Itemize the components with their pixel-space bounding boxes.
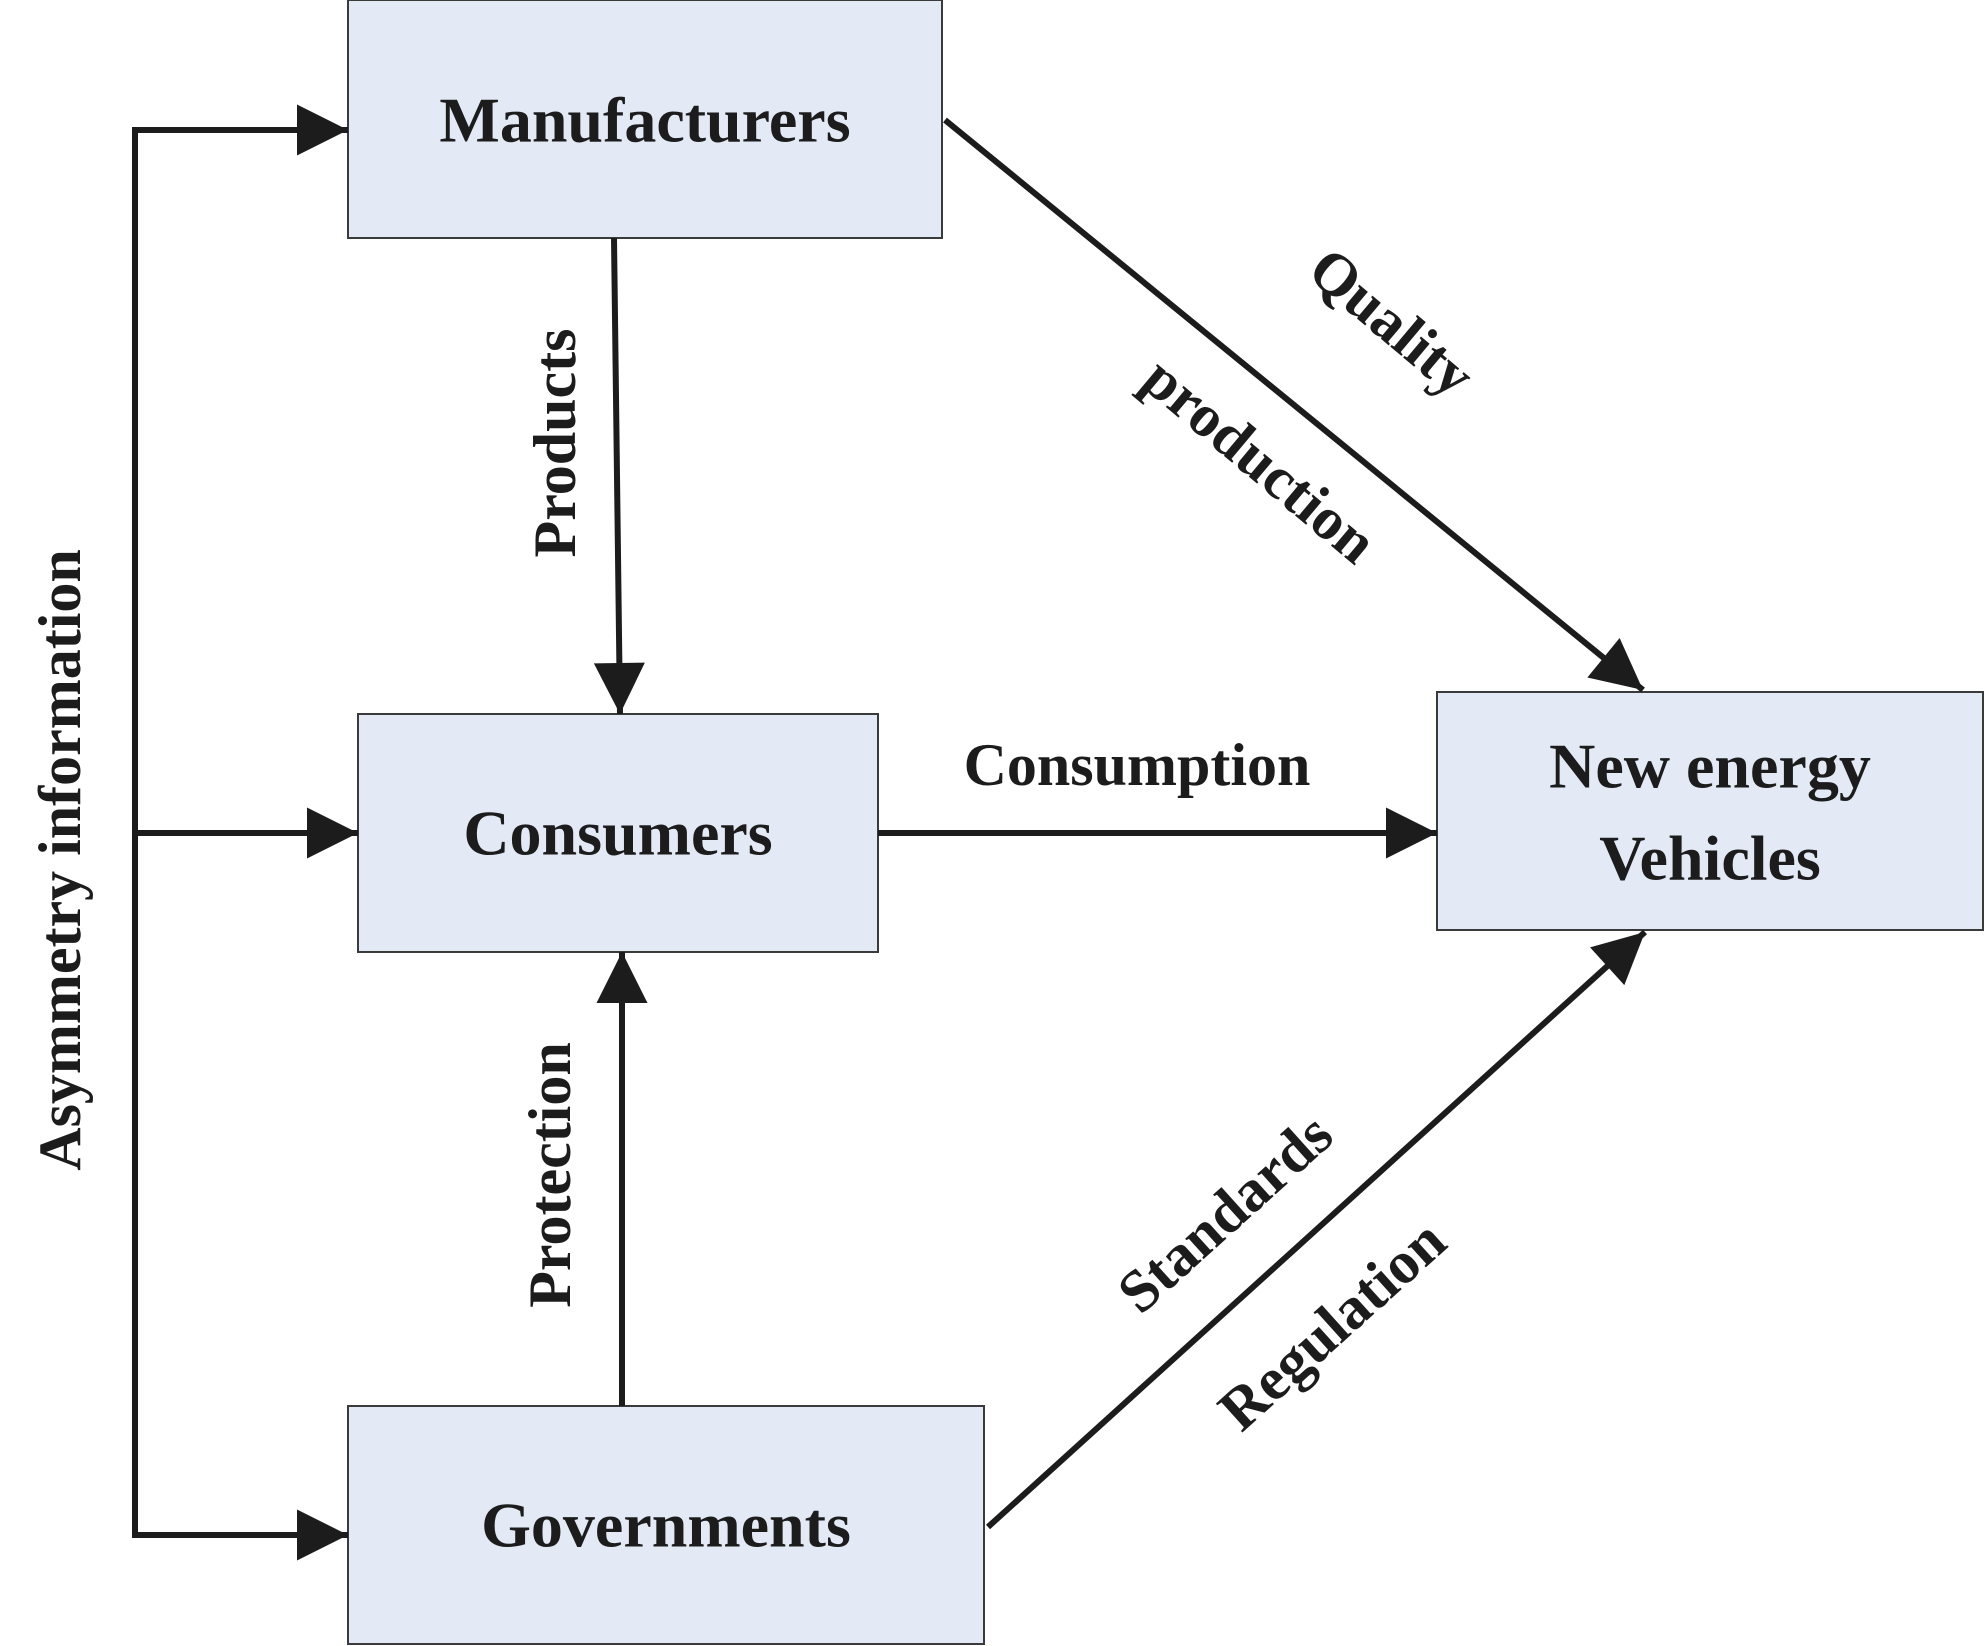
protection-label: Protection [517,1042,583,1307]
governments-label: Governments [481,1490,851,1561]
governments-box: Governments [347,1405,985,1645]
regulation-label: Regulation [1206,1207,1458,1443]
products-label: Products [522,329,588,558]
standards-label: Standards [1105,1100,1345,1325]
consumers-label: Consumers [463,798,772,869]
new-energy-vehicles-label-line1: New energy [1549,731,1871,802]
new-energy-vehicles-label-line2: Vehicles [1599,823,1821,894]
consumers-box: Consumers [357,713,879,953]
asymmetry-bracket [132,104,358,1561]
manufacturers-box: Manufacturers [347,0,943,239]
standards-regulation-arrow [985,929,1648,1530]
new-energy-vehicles-box: New energy Vehicles [1436,691,1984,931]
consumption-label: Consumption [964,732,1311,798]
asymmetry-information-label: Asymmetry information [27,549,93,1171]
products-arrow [593,237,645,715]
quality-label: Quality [1297,235,1488,410]
quality-production-arrow [943,117,1645,693]
manufacturers-label: Manufacturers [439,85,850,156]
